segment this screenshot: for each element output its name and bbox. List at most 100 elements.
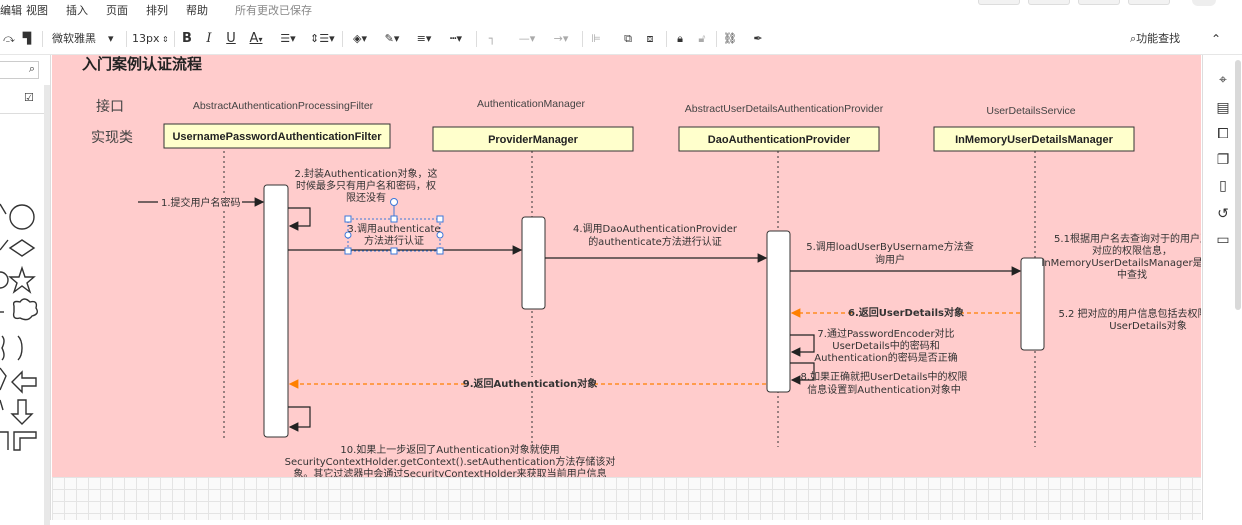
- step-label[interactable]: 7.通过PasswordEncoder对比 UserDetails中的密码和 A…: [814, 327, 957, 364]
- step-label[interactable]: 6.返回UserDetails对象: [848, 306, 964, 319]
- class-box[interactable]: [163, 123, 391, 149]
- window-button[interactable]: [1028, 0, 1070, 5]
- interface-label[interactable]: AuthenticationManager: [477, 98, 585, 110]
- class-box[interactable]: [933, 126, 1135, 152]
- unlock-icon[interactable]: 🔓︎: [698, 32, 706, 45]
- history-icon[interactable]: ↺: [1217, 206, 1229, 222]
- diagram-canvas[interactable]: 入门案例认证流程 接口 实现类 AbstractAuthenticationPr…: [52, 55, 1201, 477]
- step-label[interactable]: 5.2 把对应的用户信息包括去权限信息封 UserDetails对象: [1058, 307, 1201, 332]
- right-scrollbar[interactable]: [1235, 60, 1241, 310]
- step-line: 3.调用authenticate: [347, 223, 440, 235]
- self-call-arrow[interactable]: [288, 207, 311, 231]
- redo-icon[interactable]: ⤼: [3, 32, 15, 45]
- row-label-interface[interactable]: 接口: [96, 98, 124, 115]
- interface-label[interactable]: AbstractUserDetailsAuthenticationProvide…: [685, 103, 884, 115]
- menu-edit[interactable]: 编辑: [0, 4, 22, 17]
- step-label[interactable]: 4.调用DaoAuthenticationProvider 的authentic…: [573, 223, 738, 248]
- bold-button[interactable]: B: [182, 31, 192, 46]
- step-label[interactable]: 2.封装Authentication对象，这 时候最多只有用户名和密码，权 限还…: [295, 167, 438, 204]
- menu-insert[interactable]: 插入: [66, 4, 88, 17]
- shape-format-icon[interactable]: ⧠: [1217, 126, 1229, 142]
- line-start-icon[interactable]: —▾: [518, 32, 536, 45]
- interface-label[interactable]: UserDetailsService: [986, 105, 1075, 117]
- class-box[interactable]: [678, 126, 880, 152]
- activation-bar[interactable]: [1020, 257, 1045, 351]
- window-button[interactable]: [978, 0, 1020, 5]
- magic-icon[interactable]: ✒: [753, 32, 763, 45]
- toolbar: ⤼ ▜ 微软雅黑 ▾ 13px ⇕ B I U A▾ ☰▾ ⇕☰▾ ◈▾ ✎▾ …: [0, 24, 1242, 55]
- bring-front-icon[interactable]: ⧉: [624, 32, 632, 45]
- activation-bar[interactable]: [766, 230, 791, 393]
- step-line: 对应的权限信息，: [1092, 244, 1172, 257]
- step-label[interactable]: 5.调用loadUserByUsername方法查 询用户: [806, 240, 973, 266]
- step-line: 2.封装Authentication对象，这: [295, 167, 438, 180]
- sequence-diagram[interactable]: 入门案例认证流程 接口 实现类 AbstractAuthenticationPr…: [52, 55, 1201, 477]
- menu-view[interactable]: 视图: [26, 4, 48, 17]
- avatar[interactable]: [1192, 0, 1216, 6]
- activation-bar[interactable]: [521, 216, 546, 310]
- line-style-icon[interactable]: ┅▾: [449, 32, 463, 45]
- menu-help[interactable]: 帮助: [186, 4, 208, 17]
- pages-icon[interactable]: ❐: [1216, 152, 1230, 168]
- canvas-grid[interactable]: [52, 477, 1201, 520]
- italic-button[interactable]: I: [206, 31, 212, 46]
- search-icon: ⌕: [1130, 32, 1137, 45]
- edit-icon[interactable]: ☑: [24, 91, 34, 104]
- selection-handles[interactable]: [344, 198, 444, 255]
- underline-button[interactable]: U: [226, 31, 236, 46]
- step-line: 8.如果正确就把UserDetails中的权限: [800, 370, 967, 383]
- send-back-icon[interactable]: ⧈: [646, 32, 654, 45]
- step-label[interactable]: 3.调用authenticate 方法进行认证: [347, 223, 440, 247]
- font-size-stepper[interactable]: 13px ⇕: [132, 32, 169, 45]
- diagram-title[interactable]: 入门案例认证流程: [82, 55, 202, 73]
- line-color-icon[interactable]: ✎▾: [384, 32, 400, 45]
- step-label[interactable]: 5.1根据用户名去查询对于的用户及 对应的权限信息， InMemoryUserD…: [1041, 232, 1201, 281]
- document-icon[interactable]: ▯: [1219, 178, 1227, 194]
- interface-label[interactable]: AbstractAuthenticationProcessingFilter: [193, 100, 374, 112]
- step-label[interactable]: 8.如果正确就把UserDetails中的权限 信息设置到Authenticat…: [800, 370, 967, 396]
- menu-bar: 编辑 视图 插入 页面 排列 帮助 所有更改已保存: [0, 0, 1242, 20]
- comment-icon[interactable]: ▭: [1216, 232, 1230, 248]
- step-line: 的authenticate方法进行认证: [588, 235, 722, 248]
- line-end-icon[interactable]: →▾: [553, 32, 569, 45]
- line-spacing-icon[interactable]: ⇕☰▾: [310, 32, 335, 45]
- shape-search-input[interactable]: ⌕: [0, 61, 39, 79]
- step-label[interactable]: 1.提交用户名密码: [161, 196, 241, 209]
- step-line: 限还没有: [346, 191, 386, 204]
- window-button[interactable]: [1128, 0, 1170, 5]
- step-label[interactable]: 10.如果上一步返回了Authentication对象就使用 SecurityC…: [285, 443, 616, 477]
- left-scrollbar[interactable]: [44, 85, 50, 525]
- self-call-arrow[interactable]: [790, 362, 815, 385]
- feature-search[interactable]: ⌕功能查找: [1130, 30, 1200, 48]
- connector-icon[interactable]: ┐: [488, 32, 496, 45]
- align-left-icon[interactable]: ⊫: [591, 32, 601, 45]
- navigate-icon[interactable]: ⌖: [1219, 72, 1227, 88]
- step-line: 信息设置到Authentication对象中: [807, 383, 960, 396]
- font-color-label: A: [249, 31, 259, 46]
- lock-icon[interactable]: 🔒︎: [677, 32, 683, 45]
- step-line: 10.如果上一步返回了Authentication对象就使用: [340, 443, 559, 456]
- format-icon[interactable]: ▤: [1216, 100, 1230, 116]
- align-icon[interactable]: ☰▾: [280, 32, 296, 45]
- format-painter-icon[interactable]: ▜: [22, 32, 32, 45]
- class-label: DaoAuthenticationProvider: [708, 134, 851, 146]
- window-button[interactable]: [1078, 0, 1120, 5]
- font-color-button[interactable]: A▾: [249, 31, 263, 46]
- link-icon[interactable]: ⛓: [723, 32, 737, 45]
- step-line: 中查找: [1117, 268, 1147, 281]
- menu-arrange[interactable]: 排列: [146, 4, 168, 17]
- shape-palette[interactable]: [0, 200, 44, 500]
- menu-page[interactable]: 页面: [106, 4, 128, 17]
- self-call-arrow[interactable]: [790, 334, 815, 357]
- row-label-impl[interactable]: 实现类: [91, 130, 133, 146]
- step-line: Authentication的密码是否正确: [814, 351, 957, 364]
- font-family-select[interactable]: 微软雅黑 ▾: [52, 30, 122, 48]
- step-label[interactable]: 9.返回Authentication对象: [463, 377, 598, 390]
- fill-color-icon[interactable]: ◈▾: [353, 32, 367, 45]
- activation-bar[interactable]: [263, 184, 289, 438]
- collapse-icon[interactable]: ⌃: [1210, 32, 1222, 46]
- line-weight-icon[interactable]: ≡▾: [416, 32, 432, 45]
- step-line: UserDetails中的密码和: [832, 339, 939, 352]
- self-call-arrow[interactable]: [288, 406, 311, 432]
- class-box[interactable]: [432, 126, 634, 152]
